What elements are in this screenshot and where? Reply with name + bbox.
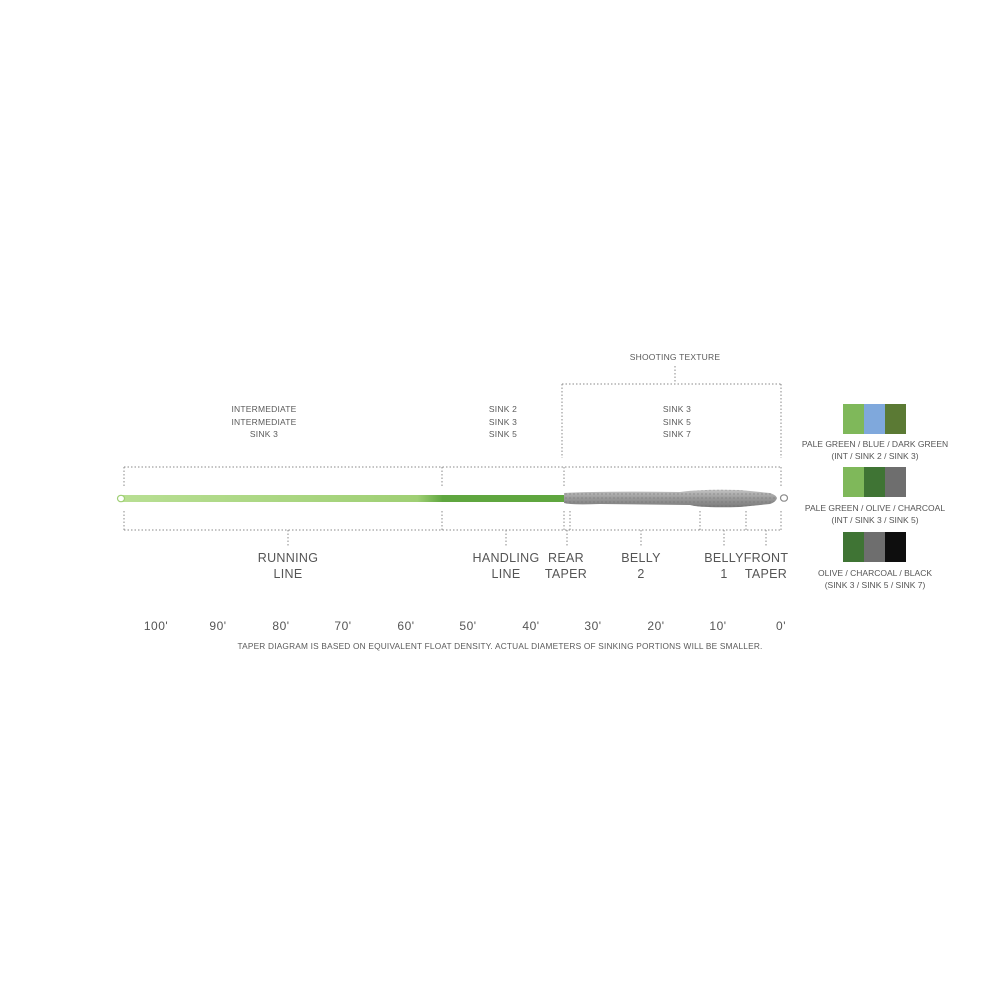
color-option-label: PALE GREEN / BLUE / DARK GREEN xyxy=(801,439,949,449)
tick-label: 70' xyxy=(334,619,352,633)
color-swatch xyxy=(843,467,864,497)
color-swatch xyxy=(864,404,885,434)
color-swatch xyxy=(885,404,906,434)
color-swatch xyxy=(885,532,906,562)
swatch-row xyxy=(843,532,906,562)
handling-line-segment xyxy=(442,495,566,502)
swatch-row xyxy=(843,467,906,497)
segment-handling-line: HANDLING LINE xyxy=(472,551,540,581)
tick-label: 90' xyxy=(209,619,227,633)
segment-running-line: RUNNING LINE xyxy=(257,551,319,581)
color-option-label: OLIVE / CHARCOAL / BLACK xyxy=(818,568,932,578)
running-line-segment xyxy=(122,495,443,502)
density-head: SINK 3 SINK 5 SINK 7 xyxy=(662,404,692,439)
fly-line xyxy=(116,489,789,508)
segment-rear-taper: REAR TAPER xyxy=(544,551,588,581)
color-swatch xyxy=(864,467,885,497)
segment-belly-2: BELLY 2 xyxy=(621,551,661,581)
footnote: TAPER DIAGRAM IS BASED ON EQUIVALENT FLO… xyxy=(237,641,763,651)
shooting-texture-label: SHOOTING TEXTURE xyxy=(629,352,721,362)
density-running-line: INTERMEDIATE INTERMEDIATE SINK 3 xyxy=(231,404,297,439)
color-swatch xyxy=(843,532,864,562)
color-option-densities: (INT / SINK 3 / SINK 5) xyxy=(831,515,919,525)
segment-front-taper: FRONT TAPER xyxy=(743,551,789,581)
swatch-row xyxy=(843,404,906,434)
tick-label: 80' xyxy=(272,619,290,633)
tick-label: 50' xyxy=(459,619,477,633)
bottom-segment-brackets xyxy=(123,511,782,547)
tick-label: 40' xyxy=(522,619,540,633)
top-segment-brackets xyxy=(123,466,782,487)
color-swatch xyxy=(885,467,906,497)
tick-label: 100' xyxy=(143,619,169,633)
tick-label: 30' xyxy=(584,619,602,633)
color-option-densities: (INT / SINK 2 / SINK 3) xyxy=(831,451,919,461)
rear-loop xyxy=(116,494,126,503)
tick-label: 10' xyxy=(709,619,727,633)
tick-label: 0' xyxy=(776,619,786,633)
color-option-label: PALE GREEN / OLIVE / CHARCOAL xyxy=(804,503,946,513)
tick-label: 60' xyxy=(397,619,415,633)
color-option-densities: (SINK 3 / SINK 5 / SINK 7) xyxy=(824,580,926,590)
segment-belly-1: BELLY 1 xyxy=(704,551,744,581)
tick-label: 20' xyxy=(647,619,665,633)
front-loop xyxy=(779,494,789,502)
color-swatch xyxy=(864,532,885,562)
shooting-texture-bracket xyxy=(561,366,782,458)
color-swatch xyxy=(843,404,864,434)
density-handling-line: SINK 2 SINK 3 SINK 5 xyxy=(488,404,518,439)
